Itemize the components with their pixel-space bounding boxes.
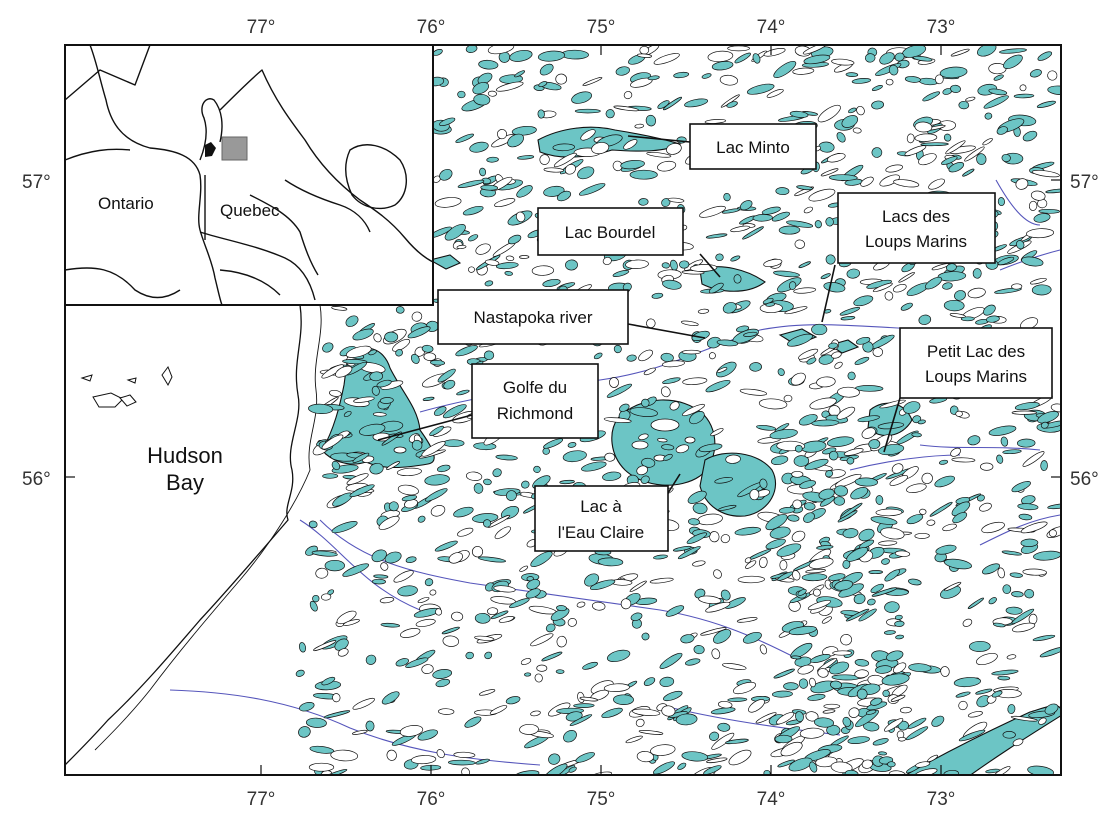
longitude-label-top-74: 74° <box>757 17 786 38</box>
callout-petit-lac-line1: Petit Lac des <box>927 342 1025 361</box>
inset-east-coast <box>219 69 434 263</box>
leader-lines <box>377 135 901 494</box>
major-lakes <box>321 126 1061 775</box>
inset-study-area-highlight <box>221 136 248 161</box>
longitude-label-bottom-77: 77° <box>247 789 276 810</box>
callout-petit-lac-des-loups-marins: Petit Lac des Loups Marins <box>899 327 1053 399</box>
longitude-label-bottom-75: 75° <box>587 789 616 810</box>
callout-nastapoka-river: Nastapoka river <box>437 289 629 345</box>
callout-lac-minto-text: Lac Minto <box>716 138 790 157</box>
latitude-label-right-56: 56° <box>1070 469 1099 490</box>
inset-ontario-boundary <box>64 148 131 161</box>
longitude-label-top-76: 76° <box>417 17 446 38</box>
inset-newfoundland <box>345 144 407 210</box>
hudson-bay-label-line1: Hudson <box>147 443 223 468</box>
latitude-label-right-57: 57° <box>1070 172 1099 193</box>
inset-hudson-bay-coast <box>89 44 223 306</box>
callout-lac-a-leau-claire-line2: l'Eau Claire <box>558 523 644 542</box>
callout-golfe-du-richmond: Golfe du Richmond <box>471 363 599 439</box>
callout-nastapoka-river-text: Nastapoka river <box>473 308 592 327</box>
hudson-bay-label-line2: Bay <box>166 470 204 495</box>
inset-label-quebec: Quebec <box>220 201 280 220</box>
callout-golfe-du-richmond-line2: Richmond <box>497 404 574 423</box>
latitude-label-left-57: 57° <box>22 172 51 193</box>
map-frame <box>64 44 1062 776</box>
latitude-label-left-56: 56° <box>22 469 51 490</box>
callout-lacs-des-loups-marins: Lacs des Loups Marins <box>837 192 996 264</box>
callout-lac-bourdel-text: Lac Bourdel <box>565 223 656 242</box>
inset-label-ontario: Ontario <box>98 194 154 213</box>
callout-lac-a-leau-claire: Lac à l'Eau Claire <box>534 485 669 552</box>
longitude-label-top-73: 73° <box>927 17 956 38</box>
longitude-label-bottom-76: 76° <box>417 789 446 810</box>
callout-lac-minto: Lac Minto <box>689 123 817 170</box>
callout-golfe-du-richmond-line1: Golfe du <box>503 378 567 397</box>
callout-lacs-des-loups-marins-line1: Lacs des <box>882 207 950 226</box>
small-lakes <box>295 45 1061 775</box>
inset-map: Ontario Quebec <box>64 44 434 306</box>
longitude-label-top-75: 75° <box>587 17 616 38</box>
longitude-label-bottom-73: 73° <box>927 789 956 810</box>
coastline-offshore <box>94 304 322 751</box>
callout-lac-bourdel: Lac Bourdel <box>537 207 684 256</box>
islands <box>80 365 173 408</box>
south-east-lake <box>904 705 1061 775</box>
coastline <box>65 304 302 766</box>
longitude-label-top-77: 77° <box>247 17 276 38</box>
callout-petit-lac-line2: Loups Marins <box>925 367 1027 386</box>
callout-lac-a-leau-claire-line1: Lac à <box>580 497 622 516</box>
callout-lacs-des-loups-marins-line2: Loups Marins <box>865 232 967 251</box>
longitude-label-bottom-74: 74° <box>757 789 786 810</box>
lac-a-leau-claire-east <box>699 452 777 517</box>
lac-a-leau-claire-west <box>611 399 716 486</box>
